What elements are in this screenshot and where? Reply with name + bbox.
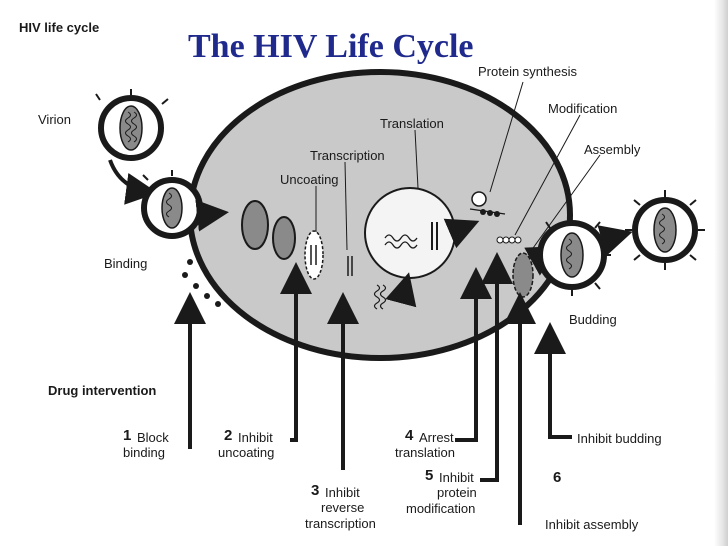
intervention-connectors [174, 252, 572, 525]
intervention-text: reverse [321, 500, 365, 515]
intervention-text: Arrest [419, 430, 454, 445]
intervention-number: 5 [425, 467, 434, 484]
diagram-label: HIV life cycle [19, 20, 100, 35]
label-leaders [315, 81, 601, 256]
label-translation: Translation [380, 116, 444, 131]
intervention-text: protein [437, 485, 477, 500]
drug-intervention-heading: Drug intervention [48, 383, 157, 398]
ribosome [469, 191, 522, 244]
label-protein-synthesis: Protein synthesis [478, 64, 577, 79]
label-budding: Budding [569, 312, 617, 327]
label-inhibit-budding: Inhibit budding [577, 431, 662, 446]
label-inhibit-assembly: Inhibit assembly [545, 517, 639, 532]
intervention-number: 2 [224, 427, 233, 444]
intervention-text: Block [137, 430, 169, 445]
budding-virus [537, 220, 611, 296]
label-virion: Virion [38, 112, 72, 127]
virion [95, 89, 169, 161]
label-uncoating: Uncoating [280, 172, 339, 187]
page-title: The HIV Life Cycle [188, 28, 474, 65]
binding-virus [141, 170, 203, 239]
intervention-text: translation [395, 445, 455, 460]
label-binding: Binding [104, 256, 148, 271]
assembling-virus [512, 252, 534, 298]
intervention-text: Inhibit [238, 430, 273, 445]
intervention-number: 1 [123, 427, 132, 444]
intervention-text: Inhibit [439, 470, 474, 485]
label-assembly: Assembly [584, 142, 641, 157]
uncoating-capsids [241, 200, 387, 310]
intervention-number: 4 [405, 427, 414, 444]
intervention-number: 3 [311, 482, 320, 499]
intervention-text: Inhibit [325, 485, 360, 500]
intervention-text: transcription [305, 516, 376, 531]
label-modification: Modification [548, 101, 618, 116]
intervention-text: uncoating [218, 445, 275, 460]
label-transcription: Transcription [310, 148, 385, 163]
intervention-text: modification [406, 501, 476, 516]
scanned-page-edge [714, 0, 728, 546]
intervention-number: 6 [553, 469, 562, 486]
intervention-text: binding [123, 445, 165, 460]
released-virion [625, 190, 705, 270]
nucleus [364, 187, 456, 279]
